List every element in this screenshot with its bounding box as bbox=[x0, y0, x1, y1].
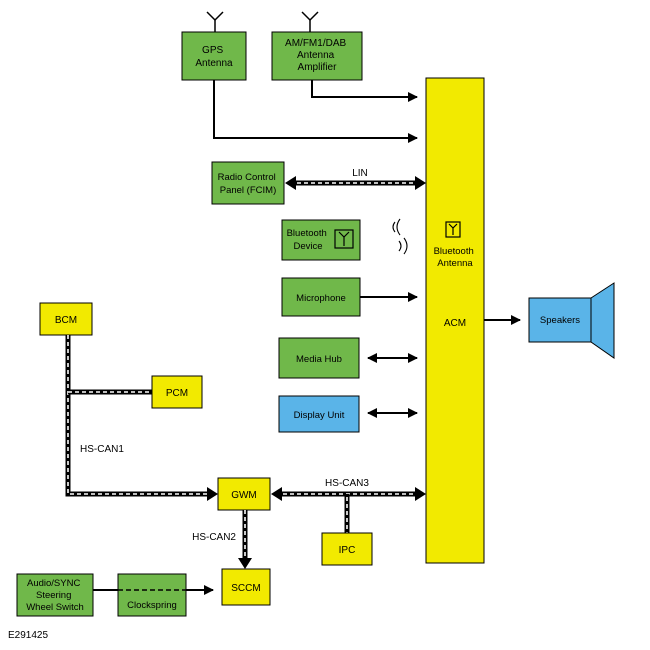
speakers-module bbox=[528, 297, 592, 343]
media-hub-label: Media Hub bbox=[296, 354, 342, 365]
clockspring-label: Clockspring bbox=[127, 600, 177, 611]
gwm-label: GWM bbox=[231, 490, 257, 501]
figure-id: E291425 bbox=[8, 630, 48, 641]
bluetooth-antenna-icon bbox=[445, 221, 461, 238]
audio-switch-label: Audio/SYNC Steering Wheel Switch bbox=[26, 578, 84, 613]
microphone-label: Microphone bbox=[296, 293, 346, 304]
hs-can3-label: HS-CAN3 bbox=[325, 478, 369, 489]
clockspring-module bbox=[117, 573, 187, 617]
bcm-module bbox=[39, 302, 93, 336]
ipc-label: IPC bbox=[339, 545, 356, 556]
audio-switch-module bbox=[16, 573, 94, 617]
lin-label: LIN bbox=[352, 168, 368, 179]
sccm-label: SCCM bbox=[231, 583, 260, 594]
amfm-amplifier-label: AM/FM1/DAB Antenna Amplifier bbox=[285, 38, 349, 73]
bcm-label: BCM bbox=[55, 315, 77, 326]
ipc-module bbox=[321, 532, 373, 566]
pcm-label: PCM bbox=[166, 388, 188, 399]
pcm-module bbox=[151, 375, 203, 409]
bluetooth-device-antenna-icon bbox=[334, 229, 354, 249]
gps-antenna-label: GPS Antenna bbox=[195, 45, 233, 69]
acm-antenna-label: Bluetooth Antenna bbox=[434, 246, 477, 269]
wireless-signal-icon bbox=[392, 218, 408, 255]
gps-antenna-icon bbox=[206, 11, 224, 32]
hs-can1-label: HS-CAN1 bbox=[80, 444, 124, 455]
bluetooth-device-module bbox=[281, 219, 361, 261]
amfm-antenna-icon bbox=[301, 11, 319, 32]
gwm-module bbox=[217, 477, 271, 511]
media-hub-module bbox=[278, 337, 360, 379]
amfm-amplifier-module bbox=[271, 31, 363, 81]
radio-control-panel-module bbox=[211, 161, 285, 205]
antenna-connections bbox=[213, 80, 418, 143]
acm-label: ACM bbox=[444, 318, 466, 329]
display-unit-module bbox=[278, 395, 360, 433]
speaker-icon bbox=[590, 282, 615, 359]
gps-antenna-module bbox=[181, 31, 247, 81]
hs-can2-label: HS-CAN2 bbox=[192, 532, 236, 543]
hs-can1-bus bbox=[65, 335, 218, 501]
hs-can2-bus bbox=[238, 510, 252, 569]
bluetooth-device-label: Bluetooth Device bbox=[287, 228, 330, 252]
radio-control-panel-label: Radio Control Panel (FCIM) bbox=[218, 172, 279, 196]
speakers-label: Speakers bbox=[540, 315, 580, 326]
acm-module bbox=[425, 77, 485, 564]
microphone-module bbox=[281, 277, 361, 317]
lin-bus bbox=[285, 176, 426, 190]
display-unit-label: Display Unit bbox=[294, 410, 345, 421]
sccm-module bbox=[221, 568, 271, 606]
hs-can3-bus bbox=[271, 487, 426, 533]
